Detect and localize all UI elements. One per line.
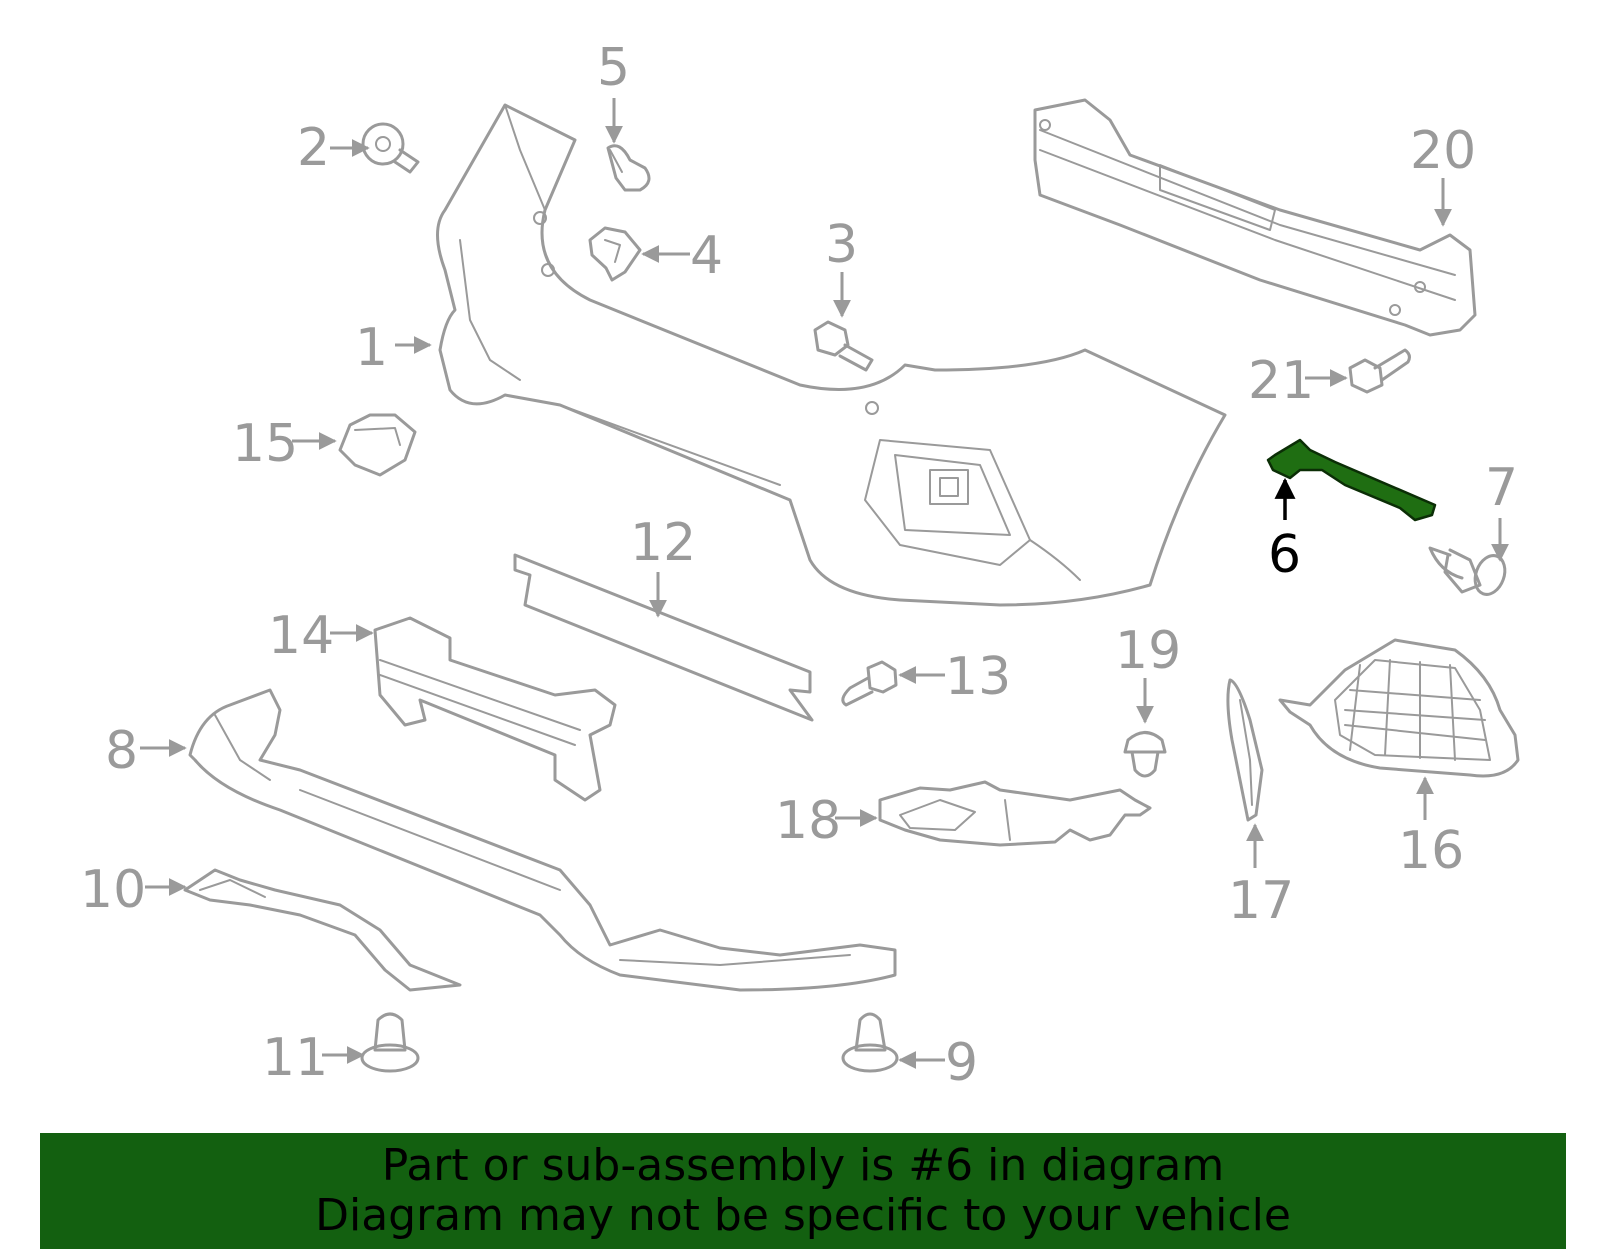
callout-18: 18 bbox=[775, 791, 841, 851]
callout-7: 7 bbox=[1485, 458, 1518, 518]
part-1-bumper-cover[interactable] bbox=[436, 103, 1227, 607]
callout-9: 9 bbox=[945, 1033, 978, 1093]
callout-10: 10 bbox=[80, 860, 146, 920]
part-4-clip[interactable] bbox=[588, 226, 642, 282]
callout-12: 12 bbox=[630, 513, 696, 573]
caption-line-2: Diagram may not be specific to your vehi… bbox=[315, 1190, 1291, 1241]
part-7-screw[interactable] bbox=[1428, 546, 1510, 599]
parts-diagram: 1 2 3 4 5 6 7 8 9 10 11 12 13 14 15 16 1… bbox=[80, 38, 1520, 1093]
part-21-bolt[interactable] bbox=[1348, 348, 1411, 394]
callout-6: 6 bbox=[1268, 525, 1301, 585]
part-20-reinforcement[interactable] bbox=[1033, 98, 1477, 337]
part-15-clip[interactable] bbox=[338, 413, 417, 477]
caption-banner: Part or sub-assembly is #6 in diagram Di… bbox=[40, 1133, 1566, 1249]
callout-13: 13 bbox=[945, 647, 1011, 707]
part-8-lower-garnish[interactable] bbox=[188, 688, 897, 992]
callout-19: 19 bbox=[1115, 621, 1181, 681]
part-11-clip[interactable] bbox=[360, 1012, 420, 1073]
callout-21: 21 bbox=[1248, 351, 1314, 411]
part-13-bolt[interactable] bbox=[841, 660, 898, 707]
callout-16: 16 bbox=[1398, 821, 1464, 881]
callout-1: 1 bbox=[355, 318, 388, 378]
part-2-nut[interactable] bbox=[361, 122, 420, 174]
callout-3: 3 bbox=[825, 215, 858, 275]
caption-line-1: Part or sub-assembly is #6 in diagram bbox=[381, 1140, 1225, 1191]
part-10-bracket[interactable] bbox=[183, 868, 462, 992]
callout-20: 20 bbox=[1410, 121, 1476, 181]
callout-14: 14 bbox=[268, 606, 334, 666]
callout-2: 2 bbox=[297, 118, 330, 178]
part-16-fog-grille[interactable] bbox=[1278, 638, 1520, 778]
callout-labels: 1 2 3 4 5 6 7 8 9 10 11 12 13 14 15 16 1… bbox=[80, 38, 1518, 1093]
callout-17: 17 bbox=[1228, 871, 1294, 931]
callout-4: 4 bbox=[690, 226, 723, 286]
callout-11: 11 bbox=[262, 1028, 328, 1088]
part-12-absorber[interactable] bbox=[513, 553, 814, 722]
leader-lines bbox=[140, 98, 1509, 1069]
part-6-bracket-highlighted[interactable] bbox=[1266, 438, 1437, 522]
part-5-screw[interactable] bbox=[606, 144, 651, 192]
part-9-clip[interactable] bbox=[841, 1012, 899, 1073]
part-19-clip[interactable] bbox=[1123, 731, 1167, 778]
callout-15: 15 bbox=[232, 414, 298, 474]
part-14-bracket[interactable] bbox=[373, 616, 617, 802]
callout-5: 5 bbox=[597, 38, 630, 98]
callout-8: 8 bbox=[105, 721, 138, 781]
part-17-garnish[interactable] bbox=[1226, 678, 1264, 822]
part-18-bracket[interactable] bbox=[878, 780, 1152, 847]
part-3-bolt[interactable] bbox=[813, 320, 874, 372]
